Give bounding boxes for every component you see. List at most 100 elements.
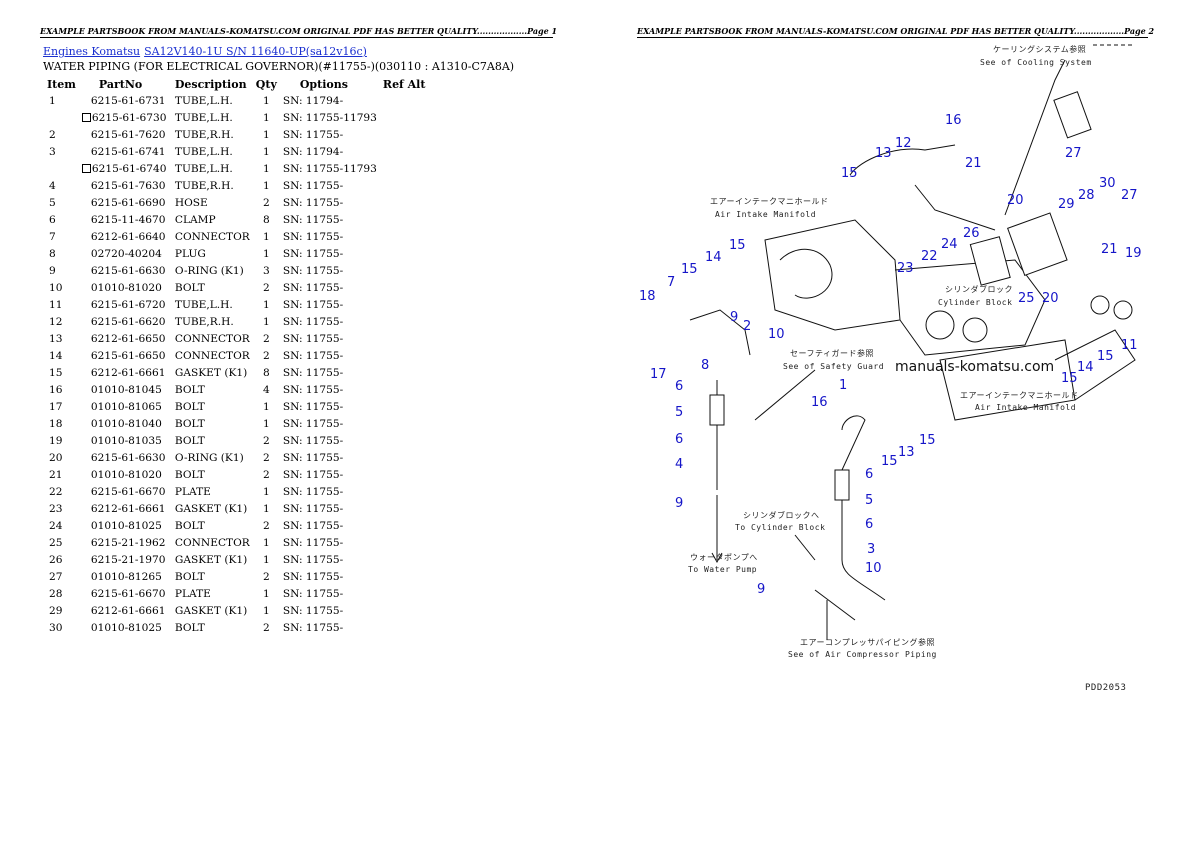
callout-number: 6 [865,467,873,482]
cell-partno: 01010-81025 [79,619,172,636]
callout-number: 15 [681,262,698,277]
cell-options: SN: 11794- [282,94,344,107]
label-comp-en: See of Air Compressor Piping [788,650,937,659]
label-block-jp: シリンダブロック [945,284,1013,294]
cell-refalt [380,126,429,143]
hose-5 [709,394,725,426]
breadcrumb-link-engines[interactable]: Engines Komatsu [43,45,141,58]
cell-description: TUBE,L.H. [174,162,233,175]
cell-item: 27 [49,570,63,583]
cell-partno: 01010-81025 [79,517,172,534]
part-number: 6215-61-6730 [91,111,167,124]
cell-partno: 01010-81045 [79,381,172,398]
cell-description: TUBE,L.H. [174,94,233,107]
cell-partno: 6212-61-6661 [79,602,172,619]
breadcrumb-link-model[interactable]: SA12V140-1U S/N 11640-UP(sa12v16c) [144,45,367,58]
part-number: 01010-81045 [90,383,162,396]
callout-number: 21 [1101,242,1118,257]
cell-description: O-RING (K1) [174,264,244,277]
cell-options: SN: 11755- [282,485,344,498]
cell-description: TUBE,L.H. [174,145,233,158]
cell-description: O-RING (K1) [174,451,244,464]
cell-refalt [380,500,429,517]
table-header-row: Item PartNo Description Qty Options Ref … [44,76,428,92]
callout-number: 27 [1065,146,1082,161]
page-header: EXAMPLE PARTSBOOK FROM MANUALS-KOMATSU.C… [637,26,1155,38]
cell-qty: 1 [262,587,270,600]
cell-partno: 6215-61-6740 [79,160,172,177]
callout-number: 18 [639,289,656,304]
cell-description: TUBE,R.H. [174,179,234,192]
cell-refalt [380,432,429,449]
cell-options: SN: 11755- [282,417,344,430]
cell-partno: 6215-61-6730 [79,109,172,126]
cell-qty: 3 [262,264,270,277]
callout-number: 5 [865,493,873,508]
part-number: 6215-61-6731 [90,94,166,107]
cell-options: SN: 11755-11793 [282,111,377,124]
callout-number: 15 [881,454,898,469]
cell-item: 2 [49,128,56,141]
cell-qty: 1 [262,230,270,243]
upper-tube-2 [914,184,996,231]
cell-description: BOLT [174,281,205,294]
cell-item: 5 [49,196,56,209]
tube-3 [841,415,886,601]
cell-description: HOSE [174,196,208,209]
label-pump-jp: ウォータポンプへ [690,553,758,562]
cell-options: SN: 11755- [282,264,344,277]
cell-refalt [380,143,429,160]
cell-description: TUBE,R.H. [174,315,234,328]
cell-refalt [380,585,429,602]
cell-qty: 2 [262,468,270,481]
label-block-en: Cylinder Block [938,298,1012,307]
cell-options: SN: 11755- [282,332,344,345]
guard-pointer [754,369,816,421]
part-number: 01010-81025 [90,519,162,532]
parts-table: Item PartNo Description Qty Options Ref … [44,76,428,636]
drawing-number: PDD2053 [1085,683,1126,693]
cell-options: SN: 11755- [282,570,344,583]
cell-refalt [380,534,429,551]
label-guard-jp: セーフティガード参照 [790,348,874,358]
cell-refalt [380,381,429,398]
cell-qty: 1 [262,485,270,498]
cell-partno: 6215-61-6620 [79,313,172,330]
cell-options: SN: 11755- [282,349,344,362]
label-pump-en: To Water Pump [688,565,757,574]
cell-options: SN: 11755- [282,315,344,328]
cell-refalt [380,398,429,415]
cell-item: 18 [49,417,63,430]
cell-description: GASKET (K1) [174,553,248,566]
exploded-diagram: ケーリングシステム参照 See of Cooling System エアーインテ… [639,44,1142,693]
label-intake-jp: エアーインテークマニホールド [710,197,829,206]
cell-partno: 01010-81020 [79,466,172,483]
cell-partno: 6215-61-6720 [79,296,172,313]
cell-description: GASKET (K1) [174,366,248,379]
callout-number: 4 [675,457,683,472]
cell-qty: 1 [262,417,270,430]
block-bore [962,317,988,343]
part-number: 6212-61-6661 [90,502,166,515]
cell-partno: 6212-61-6661 [79,364,172,381]
cell-qty: 2 [262,196,270,209]
callout-number: 28 [1078,188,1095,203]
callout-number: 20 [1042,291,1059,306]
cell-description: BOLT [174,570,205,583]
cell-qty: 1 [262,247,270,260]
cell-item: 29 [49,604,63,617]
cell-description: CONNECTOR [174,230,250,243]
callout-number: 29 [1058,197,1075,212]
cell-item: 20 [49,451,63,464]
cell-qty: 2 [262,281,270,294]
callout-number: 19 [1125,246,1142,261]
part-number: 6215-61-6690 [90,196,166,209]
label-cooling-jp: ケーリングシステム参照 [993,44,1086,54]
cell-refalt [380,330,429,347]
callout-number: 12 [895,136,912,151]
